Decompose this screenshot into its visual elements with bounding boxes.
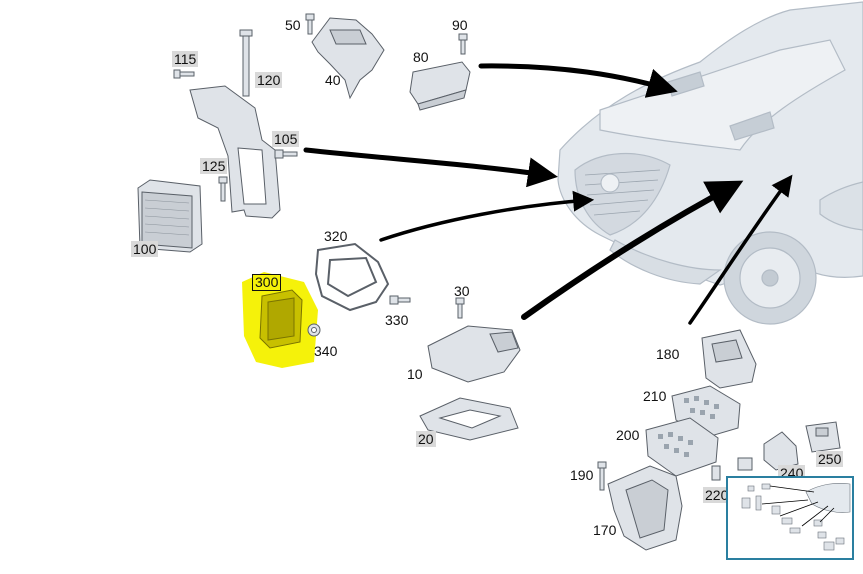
- tray-20-icon: [419, 397, 519, 441]
- part-label-120[interactable]: 120: [255, 72, 283, 88]
- part-label-170[interactable]: 170: [593, 522, 617, 538]
- control-unit-300-icon: [242, 272, 318, 368]
- bracket-320-icon: [314, 242, 390, 312]
- overview-thumbnail-icon: [741, 482, 851, 551]
- housing-170-icon: [607, 465, 683, 551]
- screw-190-icon: [597, 461, 607, 491]
- screw-50-icon: [305, 13, 315, 35]
- part-label-10[interactable]: 10: [407, 366, 423, 382]
- screw-90-icon: [458, 33, 468, 55]
- bracket-240-icon: [763, 431, 799, 471]
- overview-thumbnail[interactable]: [726, 476, 854, 560]
- clip-220-icon: [711, 465, 721, 481]
- part-label-340[interactable]: 340: [314, 343, 338, 359]
- nut-340-icon: [307, 323, 321, 337]
- bolt-120-icon: [239, 29, 253, 97]
- holder-250-icon: [805, 421, 841, 453]
- part-label-50[interactable]: 50: [285, 17, 301, 33]
- mount-bracket-icon: [189, 85, 281, 219]
- part-label-40[interactable]: 40: [325, 72, 341, 88]
- car-illustration: [557, 1, 863, 325]
- screw-125-icon: [218, 176, 228, 202]
- cover-180-icon: [701, 329, 757, 389]
- part-label-320[interactable]: 320: [324, 228, 348, 244]
- screw-115-icon: [173, 69, 195, 79]
- part-label-125[interactable]: 125: [200, 158, 228, 174]
- part-label-210[interactable]: 210: [643, 388, 667, 404]
- part-label-220[interactable]: 220: [703, 487, 731, 503]
- relay-block-80-icon: [409, 61, 471, 111]
- control-unit-10-icon: [427, 325, 521, 383]
- screw-105-icon: [274, 149, 298, 159]
- part-label-80[interactable]: 80: [413, 49, 429, 65]
- part-label-90[interactable]: 90: [452, 17, 468, 33]
- part-label-100[interactable]: 100: [131, 241, 159, 257]
- relay-icon: [737, 457, 753, 471]
- parts-artwork: [137, 13, 841, 551]
- part-label-300[interactable]: 300: [252, 274, 282, 291]
- part-label-330[interactable]: 330: [385, 312, 409, 328]
- part-label-105[interactable]: 105: [272, 131, 300, 147]
- screw-330-icon: [389, 295, 411, 305]
- fuse-box-200-icon: [645, 417, 719, 477]
- part-label-180[interactable]: 180: [656, 346, 680, 362]
- part-label-200[interactable]: 200: [616, 427, 640, 443]
- location-arrows: [303, 63, 793, 325]
- part-label-115[interactable]: 115: [172, 51, 199, 67]
- part-label-190[interactable]: 190: [570, 467, 594, 483]
- part-label-30[interactable]: 30: [454, 283, 470, 299]
- part-label-250[interactable]: 250: [816, 451, 844, 467]
- bracket-40-icon: [311, 17, 385, 100]
- radar-module-100-icon: [137, 179, 203, 253]
- part-label-20[interactable]: 20: [416, 431, 436, 447]
- screw-30-icon: [455, 297, 465, 319]
